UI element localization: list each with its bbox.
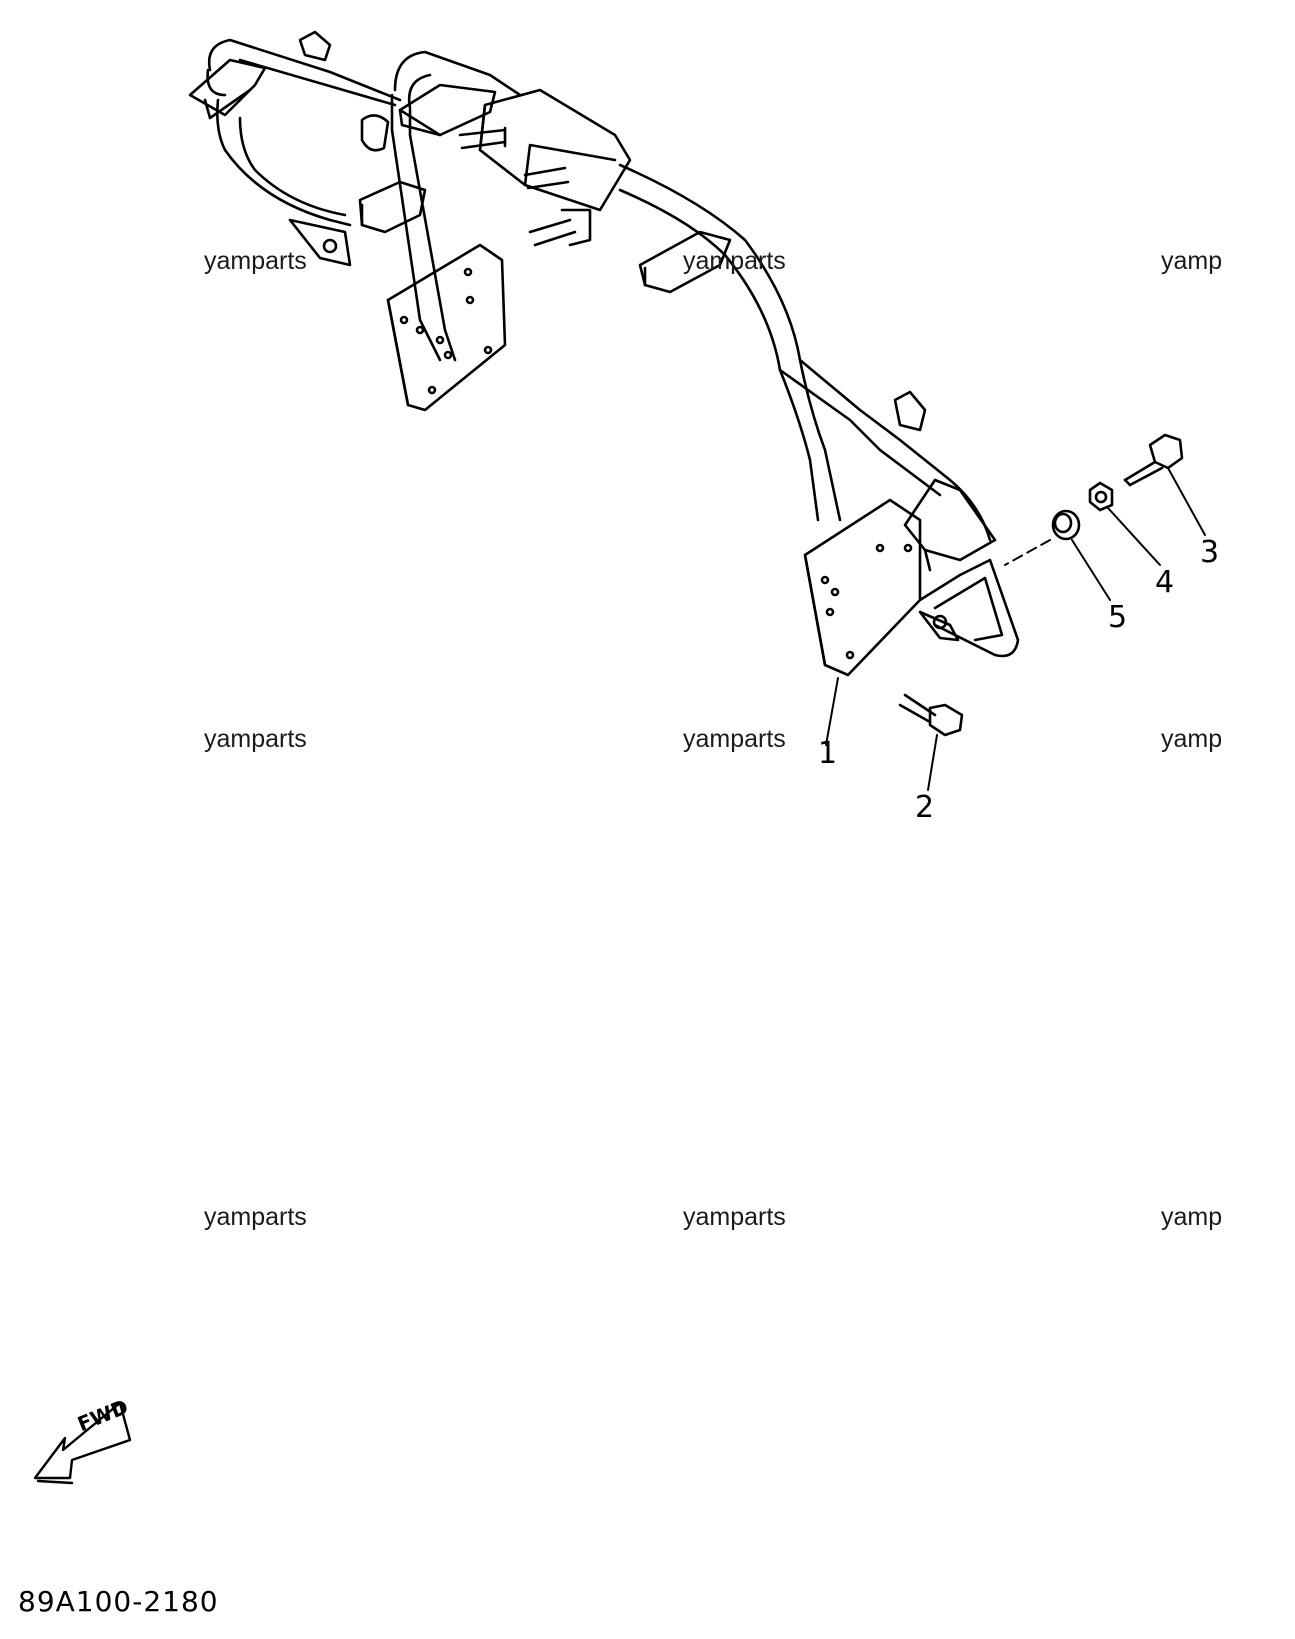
watermark: yamparts	[204, 1203, 307, 1231]
bolt-2	[898, 693, 964, 737]
watermark: yamparts	[683, 1203, 786, 1231]
callout-2: 2	[915, 790, 935, 825]
frame-tube-left	[188, 30, 402, 267]
watermark: yamparts	[1161, 247, 1221, 275]
watermark: yamparts	[1161, 725, 1221, 753]
fwd-arrow-icon	[33, 1401, 132, 1485]
nut-4	[1088, 481, 1114, 512]
callout-3: 3	[1200, 535, 1220, 570]
watermark: yamparts	[1161, 1203, 1221, 1231]
callout-1: 1	[818, 736, 838, 771]
leader-lines	[825, 467, 1206, 791]
frame-tube-middle	[358, 50, 522, 412]
watermark: yamparts	[683, 247, 786, 275]
frame-tube-right	[618, 163, 1020, 677]
callout-4: 4	[1155, 565, 1175, 600]
part-code: 89A100-2180	[18, 1585, 219, 1618]
watermark: yamparts	[204, 725, 307, 753]
center-bracket	[458, 88, 632, 247]
washer-5	[1051, 509, 1081, 541]
callout-5: 5	[1108, 600, 1128, 635]
watermark: yamparts	[683, 725, 786, 753]
watermark: yamparts	[204, 247, 307, 275]
bolt-3	[1123, 433, 1184, 487]
